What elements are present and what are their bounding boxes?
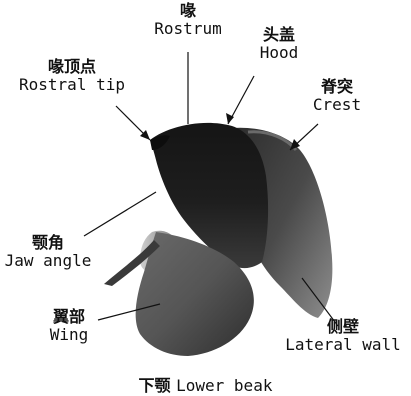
jaw-angle-label: 颚角 Jaw angle [4, 234, 92, 270]
wing-label: 翼部 Wing [44, 308, 94, 344]
rostrum-label-zh: 喙 [150, 2, 226, 20]
wing-label-en: Wing [44, 326, 94, 344]
hood-label-en: Hood [252, 44, 306, 62]
figure-caption: 下颚 Lower beak [0, 372, 411, 396]
lateral-wall-label: 侧壁 Lateral wall [278, 318, 408, 354]
caption-zh: 下颚 [139, 376, 177, 395]
rostral-tip-label-zh: 喙顶点 [10, 58, 134, 76]
rostral-tip-label-en: Rostral tip [10, 76, 134, 94]
rostrum-label: 喙 Rostrum [150, 2, 226, 38]
rostral-tip-label: 喙顶点 Rostral tip [10, 58, 134, 94]
crest-label-zh: 脊突 [306, 78, 368, 96]
caption-en: Lower beak [176, 376, 272, 395]
hood-label-zh: 头盖 [252, 26, 306, 44]
lateral-wall-label-zh: 侧壁 [278, 318, 408, 336]
jaw-angle-leader [84, 192, 156, 236]
lateral-wall-label-en: Lateral wall [278, 336, 408, 354]
jaw-angle-label-en: Jaw angle [4, 252, 92, 270]
jaw-angle-label-zh: 颚角 [4, 234, 92, 252]
crest-label: 脊突 Crest [306, 78, 368, 114]
crest-label-en: Crest [306, 96, 368, 114]
rostrum-label-en: Rostrum [150, 20, 226, 38]
wing-label-zh: 翼部 [44, 308, 94, 326]
hood-label: 头盖 Hood [252, 26, 306, 62]
